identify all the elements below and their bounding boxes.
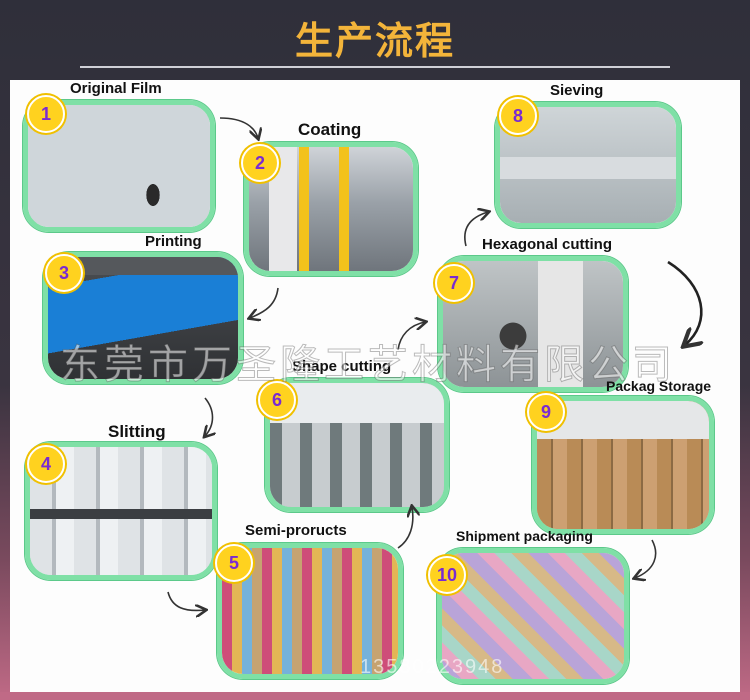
step-label: Shape cutting: [292, 358, 392, 375]
step-photo-frame: [437, 548, 629, 684]
step-label: Shipment packaging: [456, 528, 593, 544]
step-label: Slitting: [108, 422, 166, 441]
step-photo-frame: [438, 256, 628, 392]
step-photo-frame: [532, 396, 714, 534]
step-label: Coating: [298, 120, 362, 139]
header: 生产流程: [0, 0, 750, 80]
step-photo-frame: [265, 378, 449, 512]
step-number-badge: 9: [527, 393, 565, 431]
company-watermark: 东莞市万圣隆工艺材料有限公司: [60, 342, 676, 389]
shipment-boxes-photo: [442, 553, 624, 679]
step-number-badge: 2: [241, 144, 279, 182]
step-label: Original Film: [70, 80, 162, 97]
step-label: Semi-proructs: [245, 522, 347, 539]
step-number-badge: 8: [499, 97, 537, 135]
step-number-badge: 10: [428, 556, 466, 594]
step-label: Sieving: [550, 82, 604, 99]
step-photo-frame: [217, 543, 403, 679]
phone-watermark: 13580223948: [360, 656, 505, 678]
step-number-badge: 4: [27, 445, 65, 483]
step-number-badge: 1: [27, 95, 65, 133]
step-label: Packag Storage: [606, 378, 712, 394]
semi-products-photo: [222, 548, 398, 674]
hexagonal-cutter-photo: [443, 261, 623, 387]
page-title: 生产流程: [294, 19, 455, 63]
shape-cutting-line-photo: [270, 383, 444, 507]
warehouse-storage-photo: [537, 401, 709, 529]
step-number-badge: 5: [215, 544, 253, 582]
step-number-badge: 6: [258, 381, 296, 419]
step-number-badge: 7: [435, 264, 473, 302]
step-label: Hexagonal cutting: [482, 236, 613, 253]
bottom-strip: [0, 692, 750, 700]
step-label: Printing: [145, 233, 202, 250]
title-underline: [80, 66, 670, 68]
step-number-badge: 3: [45, 254, 83, 292]
